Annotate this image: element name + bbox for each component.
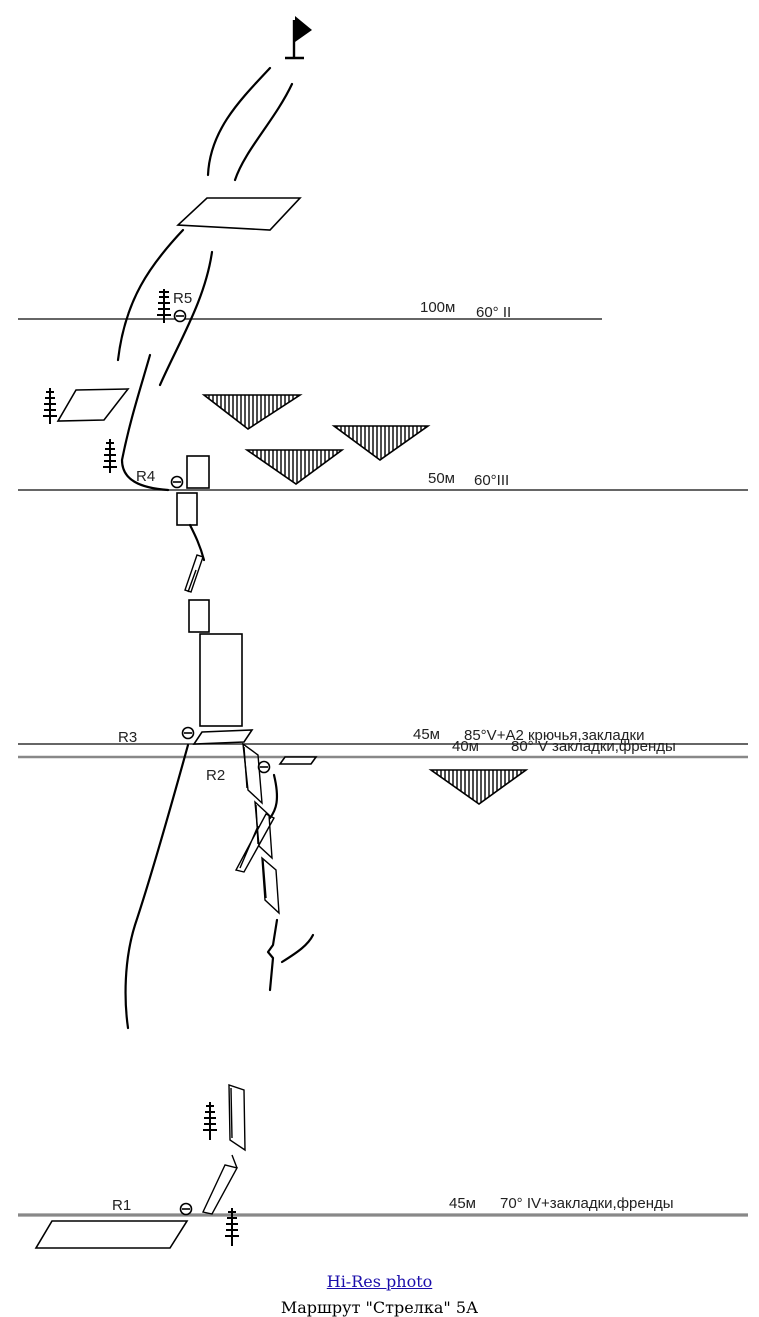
tree-icon-lower [203,1102,217,1140]
route-topo-diagram: 100м 60° II 50м 60°III 45м 85°V+A2 крючь… [18,16,748,1249]
belay-label-r4: R4 [136,468,155,485]
summit-ledge [176,197,302,231]
pitch-label-5-length: 45м [449,1195,476,1212]
pitch-label-4-desc: 80° V закладки,френды [511,738,676,755]
route-line-r5-left [116,228,185,362]
crack-below-r2 [234,813,275,873]
rock-tower-pitch3 [199,633,243,727]
belay-anchor-icon-r2 [257,760,271,774]
belay-anchor-icon-r4 [170,475,184,489]
pitch-label-1-length: 100м [420,299,455,316]
crack-pitch2 [184,554,204,593]
route-line-summit-left [206,66,272,177]
route-line-r2-right [280,933,315,964]
rock-block-pitch2 [188,599,210,633]
start-ledge [34,1220,189,1249]
belay-label-r2: R2 [206,767,225,784]
belay-anchor-icon-r5 [173,309,187,323]
dihedral-chain-pitch3 [242,742,280,915]
pitch-label-4-length: 40м [452,738,479,755]
r2-ledge [278,756,318,765]
summit-flag-icon [285,16,312,60]
belay-label-r3: R3 [118,729,137,746]
pitch-label-5-desc: 70° IV+закладки,френды [500,1195,674,1212]
pitch-label-2-length: 50м [428,470,455,487]
dihedral-lower [228,1084,246,1152]
snow-patch-2 [244,449,345,485]
pitch-label-2-desc: 60°III [474,472,509,489]
route-line-r3-left [124,743,190,1030]
belay-anchor-icon-r1 [179,1202,193,1216]
snow-patch-1 [201,394,303,430]
tree-icon-ledge [43,388,57,424]
pitch-label-1-desc: 60° II [476,304,511,321]
route-line-below-r2 [268,773,279,820]
snow-patch-3 [331,425,431,461]
side-ledge [56,388,130,422]
belay-anchor-icon-r3 [181,726,195,740]
route-line-crack-r2 [266,918,279,992]
belay-label-r1: R1 [112,1197,131,1214]
belay-label-r5: R5 [173,290,192,307]
snow-patch-4 [428,769,529,805]
rock-block-below-r4 [176,492,198,526]
route-caption: Маршрут "Стрелка" 5А [280,1298,479,1317]
pitch-label-3-desc: 85°V+A2 крючья,закладки [464,727,644,744]
crack-start [201,1154,239,1215]
tree-icon-start [225,1208,239,1246]
pitch-label-3-length: 45м [413,726,440,743]
hires-photo-link[interactable]: Hi-Res photo [326,1272,433,1291]
tree-icon-r5 [157,289,171,323]
route-line-r4-approach [120,353,170,492]
route-line-summit-right [233,82,294,182]
tree-icon-r4 [103,439,117,473]
r3-ledge [192,729,254,745]
rock-block-r4 [186,455,210,489]
route-line-r5-right [158,250,214,387]
